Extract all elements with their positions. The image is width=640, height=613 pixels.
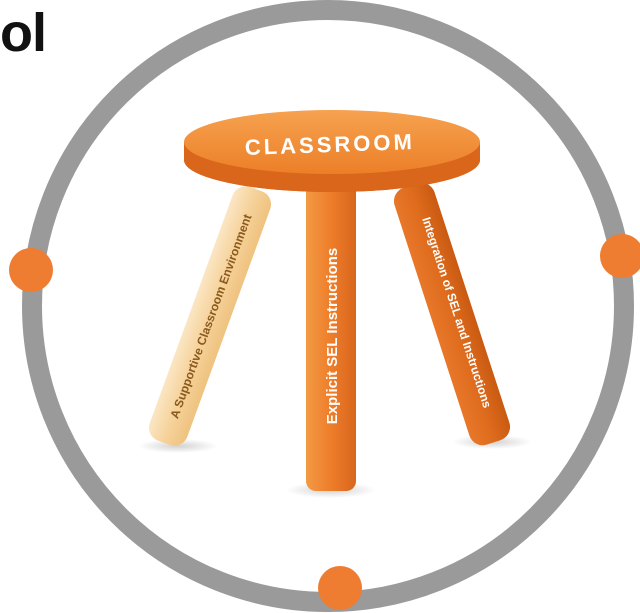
leg-shadow-left <box>138 439 218 453</box>
ring-node-right <box>600 234 640 278</box>
leg-left: A Supportive Classroom Environment <box>148 186 272 446</box>
seat-label: CLASSROOM <box>244 129 415 160</box>
leg-center: Explicit SEL Instructions <box>306 181 356 491</box>
title-fragment: ol <box>0 3 47 63</box>
leg-right: Integration of SEL and Instructions <box>393 182 511 446</box>
ring-node-left <box>9 248 53 292</box>
stool-seat: CLASSROOM <box>184 110 480 192</box>
leg-left-label: A Supportive Classroom Environment <box>167 212 254 420</box>
leg-center-label: Explicit SEL Instructions <box>324 248 341 424</box>
ring-node-bottom <box>318 566 362 610</box>
